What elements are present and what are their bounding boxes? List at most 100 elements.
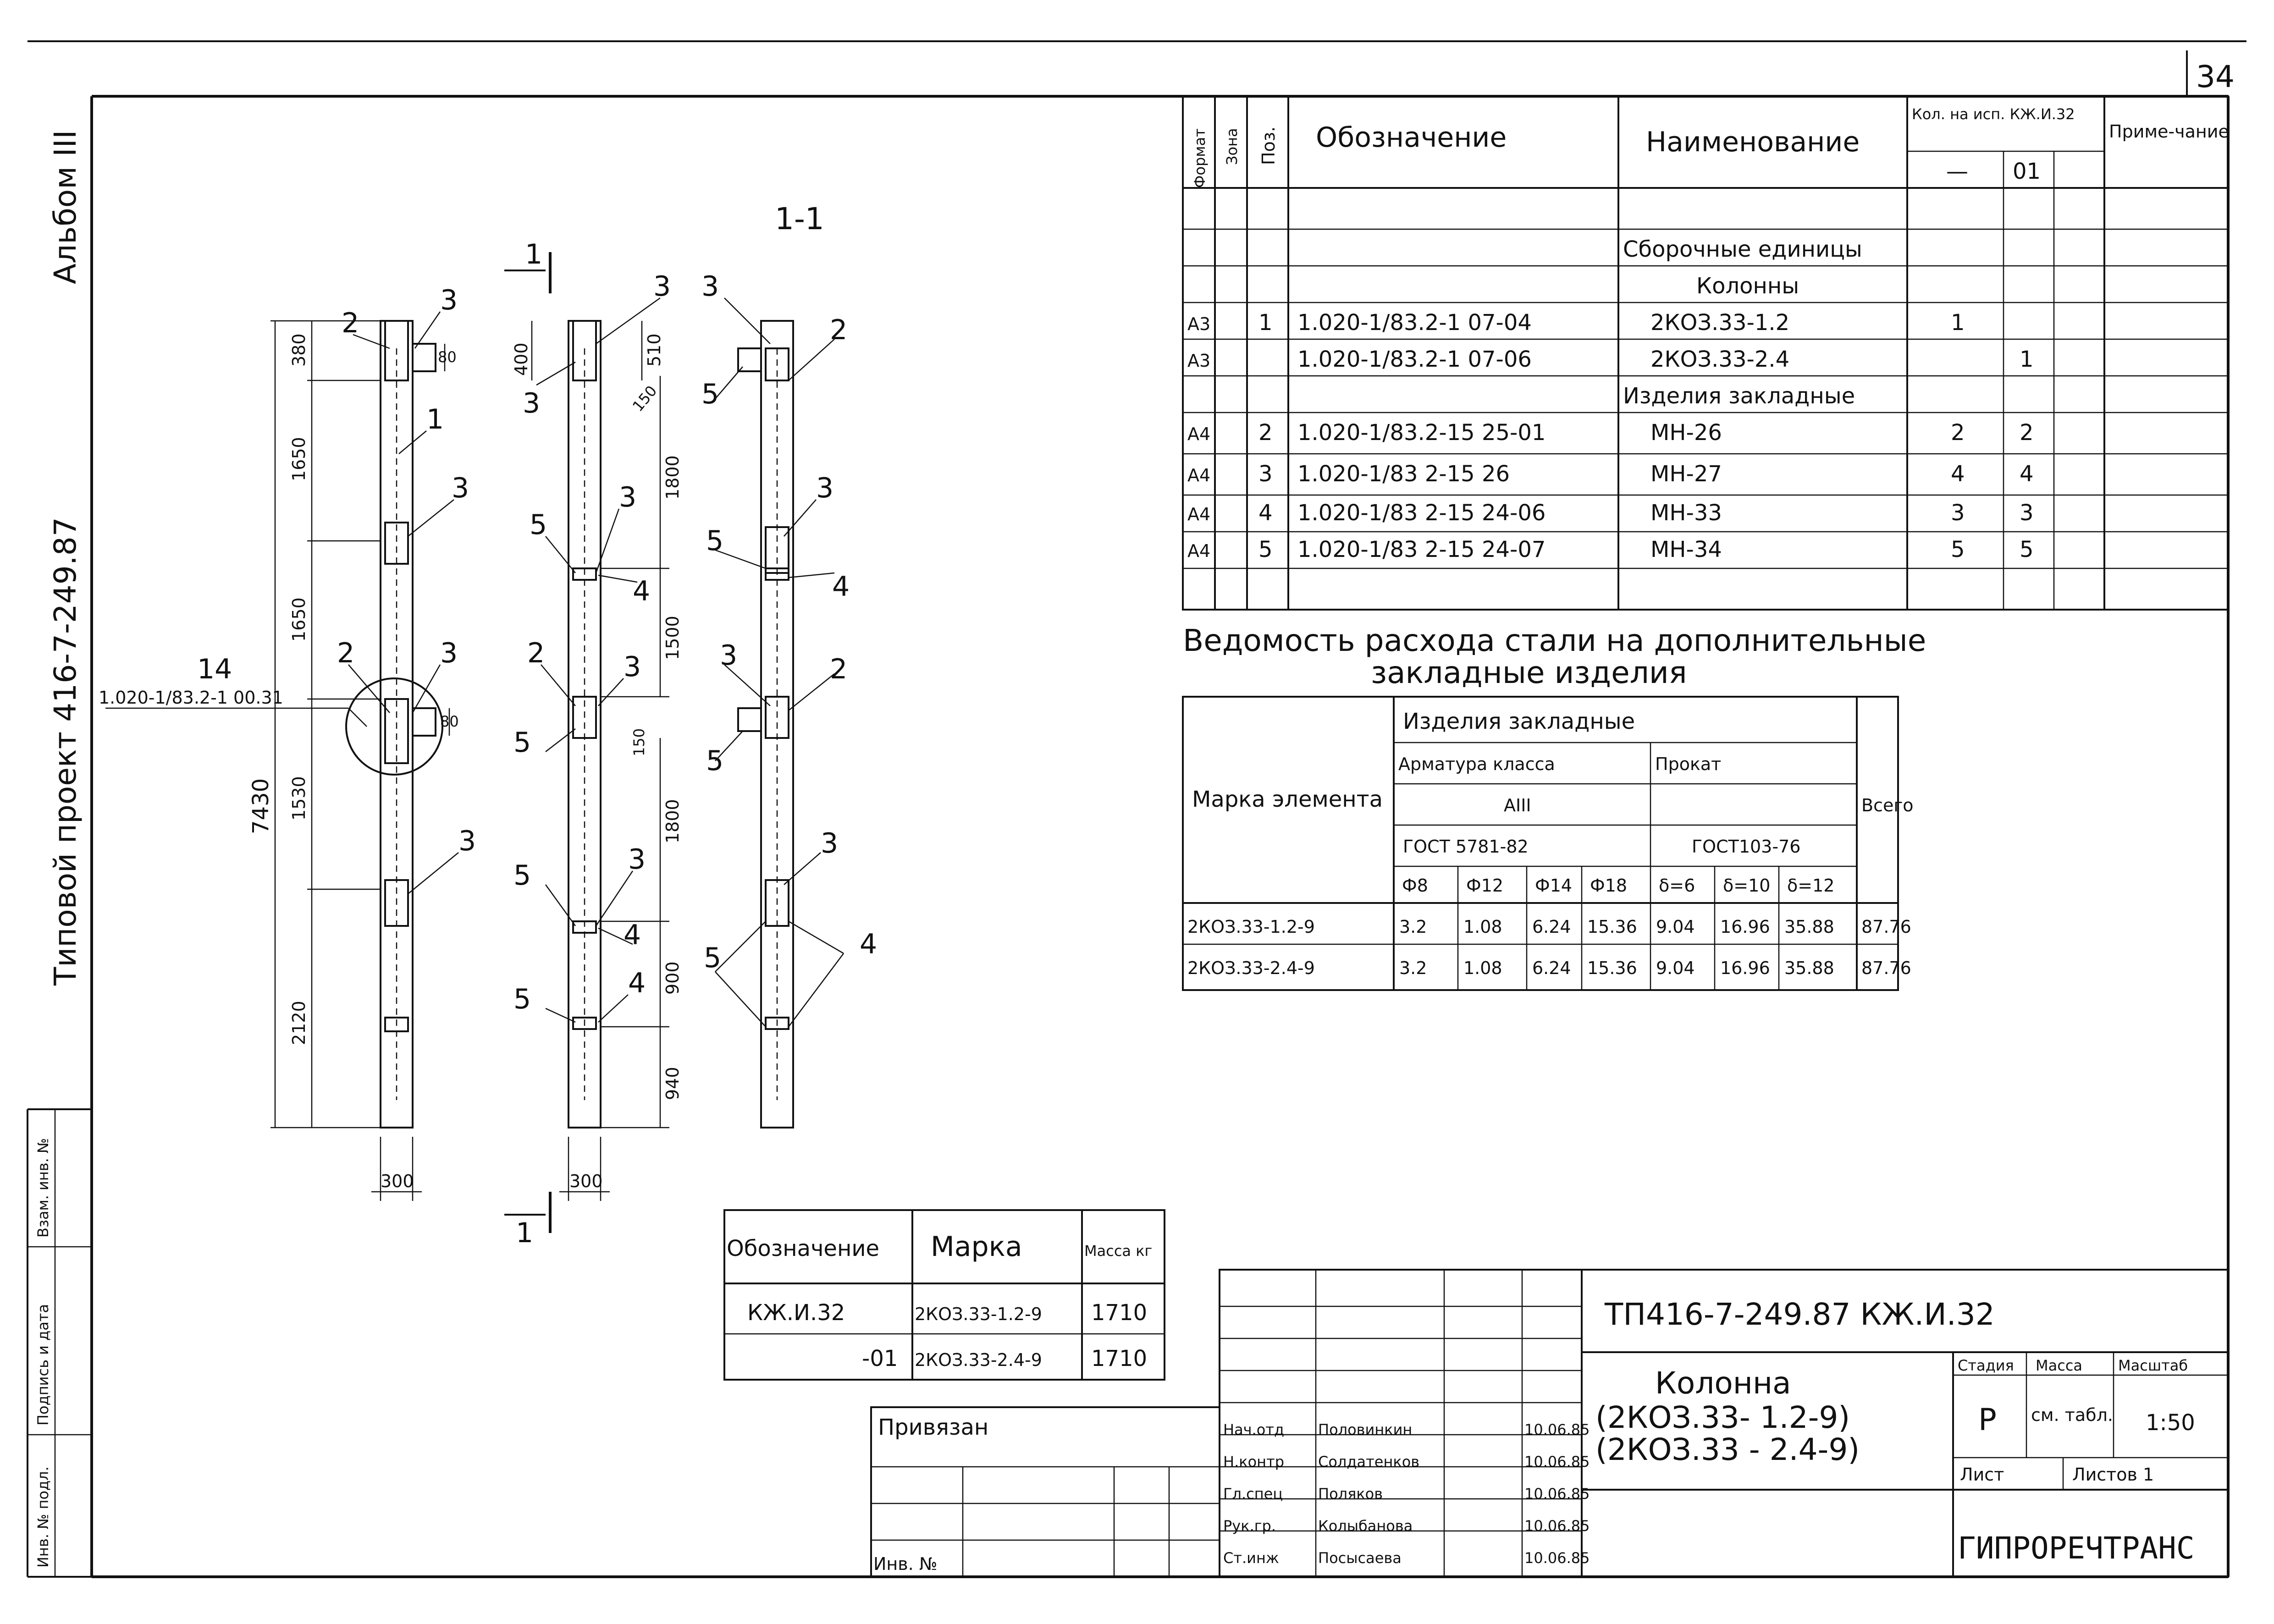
col2-pos-5d: 5 (513, 983, 531, 1015)
steel-col-header: Ф18 (1590, 875, 1627, 896)
col1-dim-80a: 80 (438, 348, 457, 366)
steel-title-2: закладные изделия (1371, 655, 1687, 690)
spec-row-qty-b: 3 (2020, 500, 2034, 526)
sec-pos-5d: 5 (704, 942, 721, 974)
spec-row-pos: 4 (1258, 500, 1273, 526)
spec-row-format: А4 (1187, 465, 1210, 485)
spec-row-qty-b: 4 (2020, 461, 2034, 487)
col2-dim-1500: 1500 (662, 616, 683, 660)
steel-col-header: Ф8 (1402, 875, 1428, 896)
steel-group-header: Изделия закладные (1403, 709, 1635, 734)
steel-row-value: 6.24 (1532, 917, 1571, 937)
steel-row-value: 3.2 (1399, 917, 1427, 937)
steel-row-value: 35.88 (1784, 958, 1834, 978)
title-mass: см. табл. (2031, 1405, 2113, 1425)
title-org: ГИПРОРЕЧТРАНС (1958, 1530, 2195, 1566)
mass-r2-mass: 1710 (1091, 1346, 1147, 1371)
sec-pos-5a: 5 (701, 378, 719, 410)
signer-role: Гл.спец (1223, 1485, 1283, 1503)
steel-gost1: ГОСТ 5781-82 (1403, 837, 1529, 857)
spec-sec-assembly: Сборочные единицы (1623, 237, 1862, 262)
spec-h-qty: Кол. на исп. КЖ.И.32 (1912, 105, 2075, 123)
spec-h-qty-a: — (1946, 159, 1968, 184)
spec-h-zone: Зона (1223, 128, 1241, 165)
spec-row-qty-a: 1 (1951, 310, 1965, 336)
col1-pos-2: 2 (342, 307, 359, 339)
steel-col-header: Ф14 (1535, 875, 1572, 896)
mass-h-designation: Обозначение (727, 1236, 879, 1261)
col1-pos-1: 1 (426, 403, 444, 435)
spec-row-name: МН-26 (1650, 420, 1722, 446)
steel-row-value: 15.36 (1587, 958, 1637, 978)
spec-row-pos: 2 (1258, 420, 1273, 446)
spec-row-designation: 1.020-1/83.2-15 25-01 (1297, 420, 1545, 446)
spec-row-designation: 1.020-1/83 2-15 24-06 (1297, 500, 1545, 526)
steel-armatura: Арматура класса (1398, 754, 1555, 774)
steel-col-header: δ=6 (1659, 875, 1695, 896)
col1-dim-total: 7430 (248, 778, 274, 834)
mass-r2-mark: 2КОЗ.33-2.4-9 (915, 1350, 1042, 1370)
spec-sec-embedded: Изделия закладные (1623, 383, 1855, 409)
spec-row-qty-a: 5 (1951, 537, 1965, 562)
steel-row-total: 87.76 (1861, 917, 1911, 937)
spec-row-pos: 3 (1258, 461, 1273, 487)
spec-row-designation: 1.020-1/83 2-15 26 (1297, 461, 1510, 487)
col1-pos-3a: 3 (440, 284, 458, 316)
steel-row-value: 16.96 (1720, 958, 1770, 978)
col1-dim-2120: 2120 (289, 1001, 309, 1045)
mass-r1-mark: 2КОЗ.33-1.2-9 (915, 1304, 1042, 1324)
col2-pos-3b: 3 (523, 387, 540, 419)
title-stage-h: Стадия (1958, 1357, 2014, 1374)
steel-mark-header: Марка элемента (1192, 787, 1383, 812)
steel-col-header: Ф12 (1466, 875, 1503, 896)
col2-dim-940: 940 (662, 1067, 683, 1100)
col2-pos-4a: 4 (633, 575, 650, 607)
col1-pos-3d: 3 (458, 825, 476, 857)
spec-row-designation: 1.020-1/83.2-1 07-06 (1297, 347, 1532, 372)
sec-pos-3a: 3 (701, 270, 719, 303)
column-elevation-2: 400 510 150 1800 1500 150 1800 900 940 3… (504, 238, 683, 1249)
col2-dim-900: 900 (662, 961, 683, 995)
title-name-1: Колонна (1655, 1365, 1791, 1401)
sec-pos-4b: 4 (860, 928, 877, 960)
col1-pos-3c: 3 (440, 637, 458, 669)
steel-gost2: ГОСТ103-76 (1692, 837, 1800, 857)
signer-role: Ст.инж (1223, 1549, 1279, 1567)
spec-row-name: 2КОЗ.33-2.4 (1650, 347, 1789, 372)
col2-pos-3c: 3 (619, 481, 636, 513)
steel-row-mark: 2КОЗ.33-2.4-9 (1187, 958, 1315, 978)
sec-pos-2a: 2 (830, 314, 847, 346)
signer-date: 10.06.85 (1524, 1421, 1590, 1438)
col2-pos-2: 2 (527, 637, 545, 669)
signer-name: Посысаева (1318, 1549, 1402, 1567)
spec-row-pos: 5 (1258, 537, 1273, 562)
col2-dim-400: 400 (511, 342, 531, 376)
spec-row-format: А3 (1187, 314, 1210, 334)
title-name-2: (2КОЗ.33- 1.2-9) (1595, 1400, 1850, 1435)
steel-title-1: Ведомость расхода стали на дополнительны… (1183, 623, 1926, 658)
mass-table: Обозначение Марка Масса кг КЖ.И.32 2КОЗ.… (723, 1209, 1165, 1381)
spec-h-qty-b: 01 (2013, 159, 2041, 184)
col2-pos-3a: 3 (653, 270, 671, 303)
detail-reference: 1.020-1/83.2-1 00.31 (99, 688, 283, 708)
cut-label-top: 1 (525, 238, 542, 270)
spec-sec-columns: Колонны (1696, 273, 1799, 299)
col2-pos-5b: 5 (513, 727, 531, 759)
col1-dim-80b: 80 (440, 713, 459, 730)
spec-row-qty-a: 3 (1951, 500, 1965, 526)
inv-no-label: Инв. № (873, 1554, 937, 1574)
sec-pos-4a: 4 (832, 571, 850, 603)
mass-h-mark: Марка (931, 1231, 1022, 1263)
col1-dim-1650a: 1650 (289, 437, 309, 481)
spec-h-name: Наименование (1646, 126, 1860, 158)
cut-label-bottom: 1 (516, 1217, 533, 1249)
sec-pos-2b: 2 (830, 653, 847, 685)
col2-pos-5a: 5 (530, 509, 547, 541)
signer-date: 10.06.85 (1524, 1485, 1590, 1503)
steel-row-value: 35.88 (1784, 917, 1834, 937)
col1-pos-3b: 3 (452, 472, 469, 504)
signer-role: Н.контр (1223, 1453, 1284, 1470)
signer-name: Половинкин (1318, 1421, 1412, 1438)
col2-dim-1800b: 1800 (662, 799, 683, 843)
